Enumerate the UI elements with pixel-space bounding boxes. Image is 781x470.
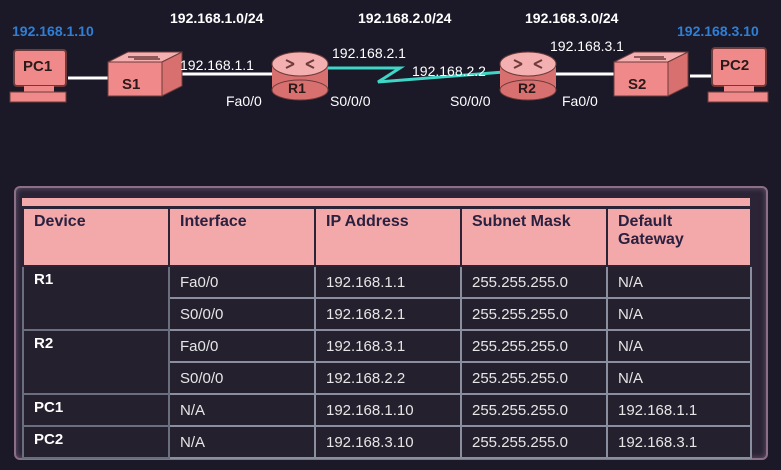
- r1-fa-label: Fa0/0: [226, 93, 262, 109]
- r1-lan-ip-label: 192.168.1.1: [180, 57, 254, 73]
- table-header-row: Device Interface IP Address Subnet Mask …: [22, 207, 752, 267]
- device-cell: R1: [22, 265, 170, 331]
- topology-diagram: [9, 47, 769, 103]
- ip-cell: 192.168.2.1: [314, 297, 462, 331]
- gateway-cell: N/A: [606, 297, 752, 331]
- gateway-cell: N/A: [606, 329, 752, 363]
- header-interface: Interface: [168, 207, 316, 267]
- table-row: PC2 N/A 192.168.3.10 255.255.255.0 192.1…: [22, 425, 752, 459]
- gateway-cell: N/A: [606, 361, 752, 395]
- switch-s2-icon: [613, 51, 689, 97]
- header-default-gateway: Default Gateway: [606, 207, 752, 267]
- r2-label: R2: [518, 80, 536, 96]
- addressing-table: Device Interface IP Address Subnet Mask …: [22, 207, 752, 459]
- mask-cell: 255.255.255.0: [460, 361, 608, 395]
- mask-cell: 255.255.255.0: [460, 265, 608, 299]
- r2-lan-ip-label: 192.168.3.1: [550, 38, 624, 54]
- ip-cell: 192.168.1.1: [314, 265, 462, 299]
- r1-label: R1: [288, 80, 306, 96]
- table-row: PC1 N/A 192.168.1.10 255.255.255.0 192.1…: [22, 393, 752, 427]
- interface-cell: S0/0/0: [168, 297, 316, 331]
- pc2-label: PC2: [720, 57, 750, 74]
- r2-fa-label: Fa0/0: [562, 93, 598, 109]
- interface-cell: S0/0/0: [168, 361, 316, 395]
- table-row: R1 Fa0/0 192.168.1.1 255.255.255.0 N/A: [22, 265, 752, 331]
- serial-link-r1-r2: [328, 66, 505, 84]
- table-row: S0/0/0 192.168.2.1 255.255.255.0 N/A: [23, 297, 752, 331]
- pc2-ip-label: 192.168.3.10: [677, 23, 759, 39]
- gateway-cell: 192.168.3.1: [606, 425, 752, 459]
- pc1-icon: [9, 49, 67, 103]
- pc1-label: PC1: [23, 58, 53, 75]
- s1-label: S1: [122, 76, 141, 93]
- network-label-2: 192.168.2.0/24: [358, 10, 452, 26]
- gateway-cell: N/A: [606, 265, 752, 299]
- switch-s1-icon: [107, 51, 183, 97]
- table-row: S0/0/0 192.168.2.2 255.255.255.0 N/A: [23, 361, 752, 395]
- router-r1-icon: [271, 51, 329, 101]
- device-cell: PC2: [22, 425, 170, 459]
- r1-serial-ip-label: 192.168.2.1: [332, 45, 406, 61]
- network-label-3: 192.168.3.0/24: [525, 10, 619, 26]
- router-r2-icon: [499, 51, 557, 101]
- ip-cell: 192.168.1.10: [314, 393, 462, 427]
- mask-cell: 255.255.255.0: [460, 329, 608, 363]
- s2-label: S2: [628, 76, 647, 93]
- pc1-ip-label: 192.168.1.10: [12, 23, 94, 39]
- pc2-icon: [707, 47, 769, 103]
- network-label-1: 192.168.1.0/24: [170, 10, 264, 26]
- mask-cell: 255.255.255.0: [460, 393, 608, 427]
- mask-cell: 255.255.255.0: [460, 425, 608, 459]
- device-cell: PC1: [22, 393, 170, 427]
- table-row: R2 Fa0/0 192.168.3.1 255.255.255.0 N/A: [22, 329, 752, 395]
- r2-serial-ip-label: 192.168.2.2: [412, 63, 486, 79]
- header-ip-address: IP Address: [314, 207, 462, 267]
- gateway-cell: 192.168.1.1: [606, 393, 752, 427]
- ip-cell: 192.168.3.10: [314, 425, 462, 459]
- ip-cell: 192.168.3.1: [314, 329, 462, 363]
- interface-cell: N/A: [168, 393, 316, 427]
- interface-cell: N/A: [168, 425, 316, 459]
- ip-cell: 192.168.2.2: [314, 361, 462, 395]
- r2-serial-label: S0/0/0: [450, 93, 491, 109]
- r1-serial-label: S0/0/0: [330, 93, 371, 109]
- mask-cell: 255.255.255.0: [460, 297, 608, 331]
- table-top-stripe: [22, 198, 750, 206]
- interface-cell: Fa0/0: [168, 329, 316, 363]
- header-device: Device: [22, 207, 170, 267]
- device-cell: R2: [22, 329, 170, 395]
- interface-cell: Fa0/0: [168, 265, 316, 299]
- header-subnet-mask: Subnet Mask: [460, 207, 608, 267]
